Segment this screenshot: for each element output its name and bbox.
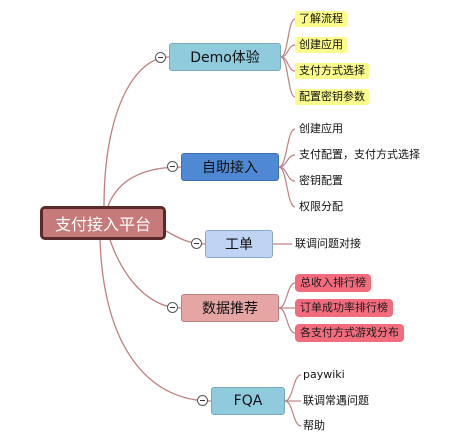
leaf-ticket-1[interactable]: 联调问题对接 (295, 237, 361, 250)
branch-data-recommend[interactable]: 数据推荐 (181, 294, 279, 322)
root-node[interactable]: 支付接入平台 (40, 206, 166, 240)
leaf-self-1[interactable]: 创建应用 (299, 122, 343, 135)
link-fqa-leaves (284, 374, 302, 402)
leaf-demo-1[interactable]: 了解流程 (295, 11, 347, 27)
collapse-minus-icon[interactable] (155, 52, 166, 63)
leaf-self-4[interactable]: 权限分配 (299, 200, 343, 213)
branch-label: 工单 (225, 237, 253, 253)
link-demo-leaves (280, 18, 296, 58)
leaf-self-2[interactable]: 支付配置，支付方式选择 (299, 148, 420, 161)
branch-label: Demo体验 (190, 50, 260, 66)
link-root-demo (103, 56, 170, 207)
branch-ticket[interactable]: 工单 (205, 230, 273, 258)
branch-fqa[interactable]: FQA (211, 387, 285, 415)
link-root-data (109, 239, 182, 309)
collapse-minus-icon[interactable] (167, 161, 178, 172)
leaf-fqa-3[interactable]: 帮助 (303, 419, 325, 432)
link-self-leaves (278, 128, 296, 168)
branch-label: FQA (233, 393, 263, 409)
branch-self-service[interactable]: 自助接入 (181, 153, 279, 181)
link-root-fqa (99, 239, 212, 402)
leaf-demo-3[interactable]: 支付方式选择 (295, 63, 369, 79)
link-root-self (107, 166, 182, 207)
collapse-minus-icon[interactable] (191, 238, 202, 249)
leaf-fqa-2[interactable]: 联调常遇问题 (303, 394, 369, 407)
root-label: 支付接入平台 (54, 215, 151, 234)
leaf-self-3[interactable]: 密钥配置 (299, 174, 343, 187)
branch-label: 自助接入 (202, 160, 258, 176)
link-data-leaves (278, 282, 296, 309)
leaf-data-2[interactable]: 订单成功率排行榜 (295, 299, 393, 317)
leaf-fqa-1[interactable]: paywiki (303, 368, 345, 381)
leaf-data-1[interactable]: 总收入排行榜 (295, 274, 371, 292)
collapse-minus-icon[interactable] (167, 302, 178, 313)
leaf-demo-2[interactable]: 创建应用 (295, 37, 347, 53)
collapse-minus-icon[interactable] (197, 395, 208, 406)
leaf-data-3[interactable]: 各支付方式游戏分布 (295, 324, 404, 342)
branch-label: 数据推荐 (202, 301, 258, 317)
leaf-demo-4[interactable]: 配置密钥参数 (295, 89, 369, 105)
branch-demo[interactable]: Demo体验 (169, 43, 281, 71)
